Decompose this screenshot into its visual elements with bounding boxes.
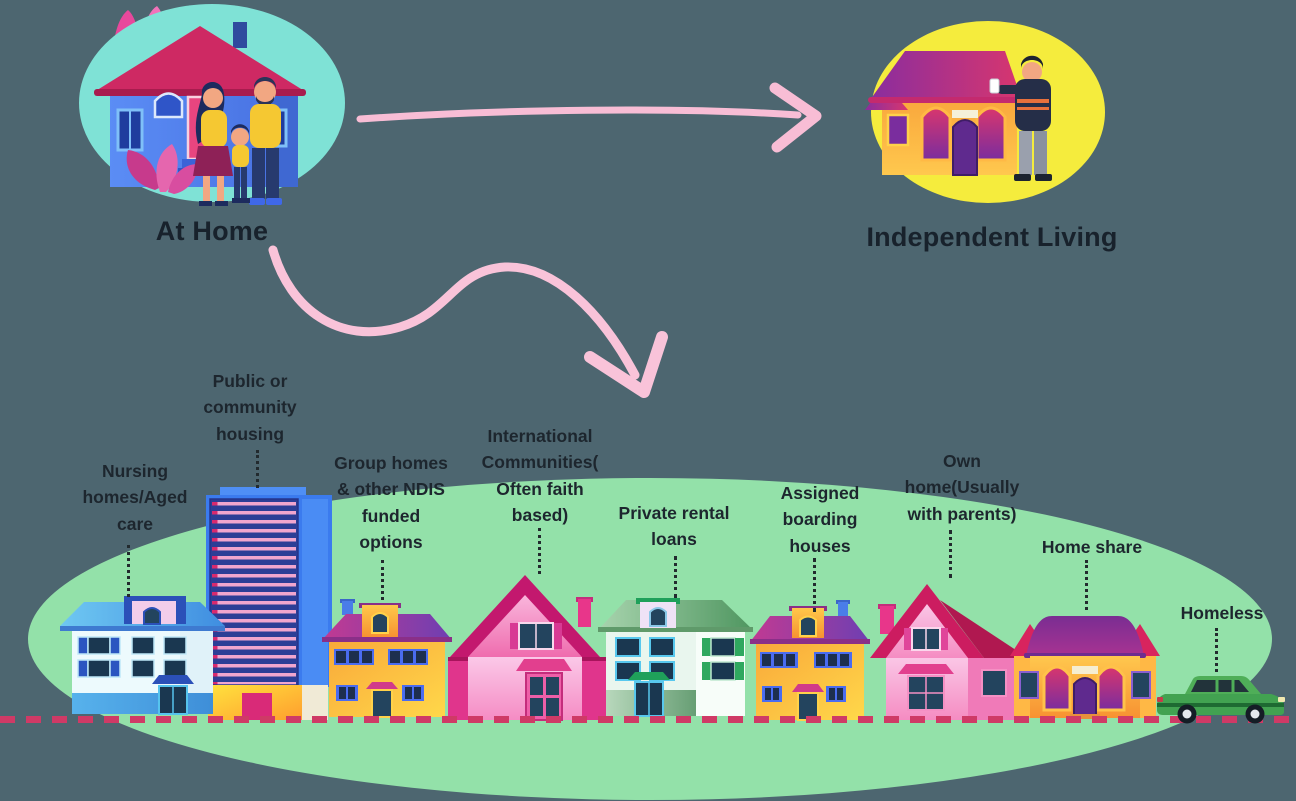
plant-icon <box>126 150 159 190</box>
leader-boarding <box>813 558 816 612</box>
label-assigned-boarding-houses: Assigned boarding houses <box>780 483 860 556</box>
building-own-home <box>870 584 1028 720</box>
independent-living-illustration <box>865 21 1105 203</box>
building-nursing-home <box>60 596 225 715</box>
leader-public-housing <box>256 450 259 488</box>
plant-icon <box>156 144 178 192</box>
label-own-home: Own home(Usually with parents) <box>904 451 1020 524</box>
label-international-communities: International Communities( Often faith b… <box>481 426 599 525</box>
leader-homeless <box>1215 628 1218 672</box>
label-group-homes-ndis: Group homes & other NDIS funded options <box>334 453 448 552</box>
building-international-community <box>448 575 608 721</box>
leader-nursing <box>127 545 130 597</box>
label-nursing-homes-aged-care: Nursing homes/Aged care <box>82 461 188 534</box>
label-home-share: Home share <box>1041 537 1143 557</box>
leader-home-share <box>1085 560 1088 610</box>
child-figure <box>231 124 250 203</box>
building-boarding-house <box>750 600 870 721</box>
building-public-community-housing <box>206 487 332 720</box>
person-figure <box>989 55 1052 181</box>
plant-icon <box>168 164 198 194</box>
homeless-car-illustration <box>1157 676 1285 724</box>
leader-group-homes <box>381 560 384 600</box>
at-home-illustration <box>79 4 345 206</box>
label-private-rental-loans: Private rental loans <box>618 503 730 550</box>
at-home-title: At Home <box>155 216 269 246</box>
label-public-or-community-housing: Public or community housing <box>203 371 297 444</box>
independent-living-title: Independent Living <box>866 222 1118 252</box>
building-group-home <box>322 599 452 718</box>
mother-figure <box>193 81 233 206</box>
building-private-rental <box>598 598 753 717</box>
leader-private-rental <box>674 556 677 598</box>
father-figure <box>249 77 282 205</box>
building-home-share <box>1010 616 1160 719</box>
boundary-dashed-line <box>0 716 1296 723</box>
leader-international <box>538 528 541 574</box>
leader-own-home <box>949 530 952 578</box>
arrow-at-home-to-independent-icon <box>356 82 822 153</box>
arrow-at-home-to-housing-options-icon <box>268 245 668 398</box>
label-homeless: Homeless <box>1180 603 1264 623</box>
